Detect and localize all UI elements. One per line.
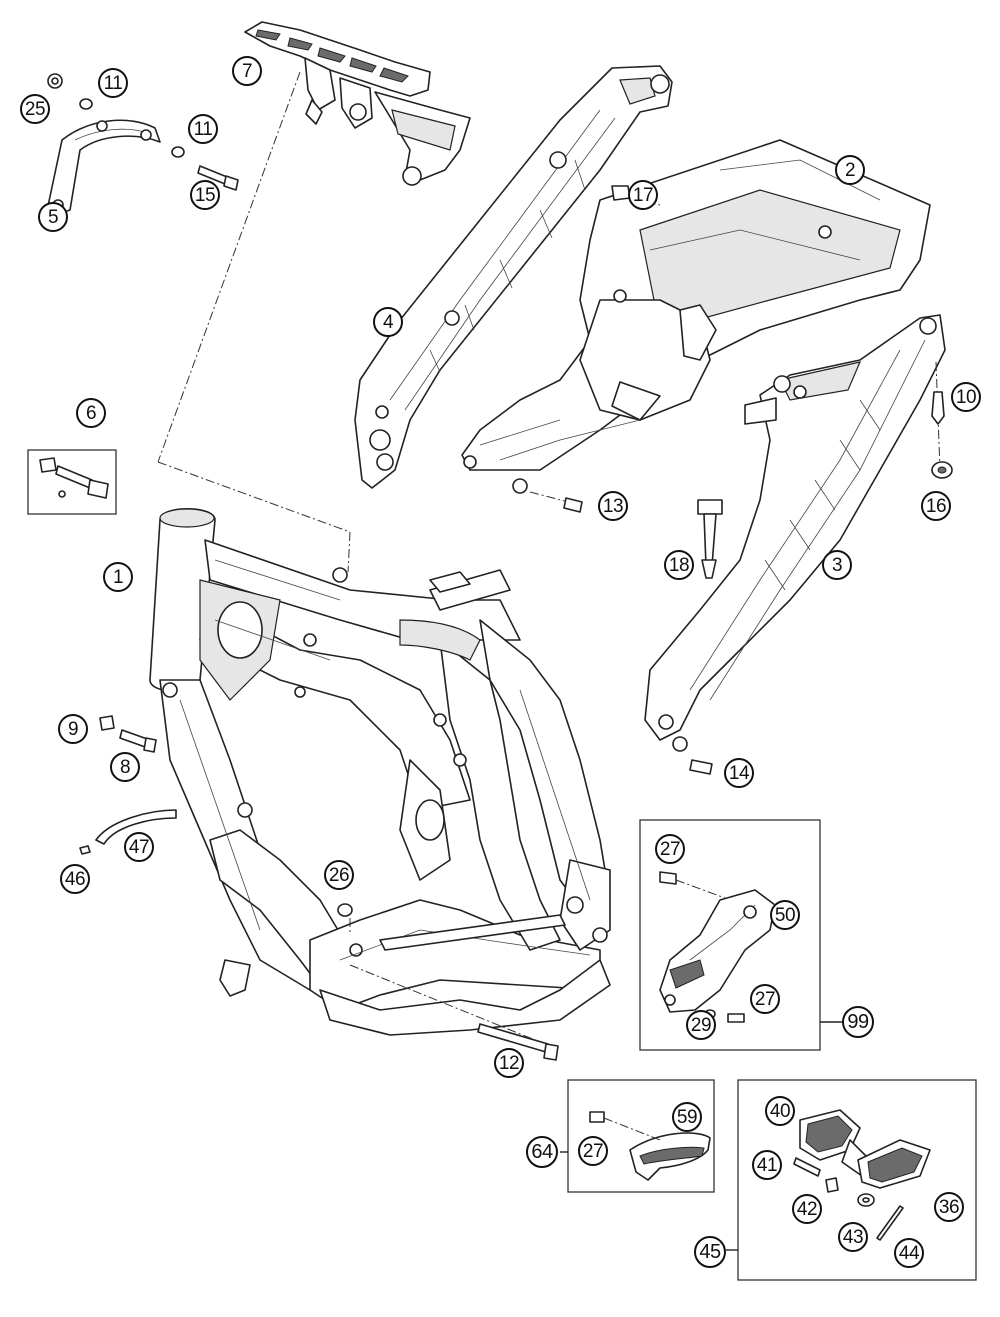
callout-40: 40 <box>765 1096 795 1126</box>
callout-47: 47 <box>124 832 154 862</box>
box-99 <box>639 819 821 1051</box>
callout-12: 12 <box>494 1048 524 1078</box>
callout-11-lower: 11 <box>188 114 218 144</box>
callout-43: 43 <box>838 1222 868 1252</box>
callout-18: 18 <box>664 550 694 580</box>
callout-1: 1 <box>103 562 133 592</box>
part-6-box <box>27 449 117 515</box>
callout-42: 42 <box>792 1194 822 1224</box>
callout-10: 10 <box>951 382 981 412</box>
part-4-left-subframe-arm <box>354 65 673 489</box>
callout-99: 99 <box>842 1006 874 1038</box>
callout-27-box64: 27 <box>578 1136 608 1166</box>
callout-4: 4 <box>373 307 403 337</box>
callout-25: 25 <box>20 94 50 124</box>
callout-46: 46 <box>60 864 90 894</box>
small-hardware <box>563 185 953 775</box>
callout-8: 8 <box>110 752 140 782</box>
box-45 <box>737 1079 977 1281</box>
callout-27-box99-top: 27 <box>655 834 685 864</box>
callout-45: 45 <box>694 1236 726 1268</box>
callout-36: 36 <box>934 1192 964 1222</box>
box-64 <box>567 1079 715 1193</box>
callout-2: 2 <box>835 155 865 185</box>
part-2-airbox-subframe <box>461 139 931 494</box>
part-1-main-frame <box>149 507 611 1036</box>
callout-14: 14 <box>724 758 754 788</box>
callout-44: 44 <box>894 1238 924 1268</box>
part-3-right-subframe-arm <box>644 314 946 752</box>
frame-hardware <box>79 715 559 1061</box>
part-6-lock-parts <box>39 457 109 499</box>
callout-16: 16 <box>921 491 951 521</box>
part-59-guard <box>589 1111 711 1181</box>
callout-9: 9 <box>58 714 88 744</box>
callout-3: 3 <box>822 550 852 580</box>
callout-29: 29 <box>686 1010 716 1040</box>
callout-41: 41 <box>752 1150 782 1180</box>
callout-7: 7 <box>232 56 262 86</box>
part-40-36-footpegs <box>793 1109 931 1241</box>
callout-15: 15 <box>190 180 220 210</box>
callout-17: 17 <box>628 180 658 210</box>
part-7-top-bracket <box>244 21 471 186</box>
callout-26: 26 <box>324 860 354 890</box>
callout-11-top: 11 <box>98 68 128 98</box>
callout-50: 50 <box>770 900 800 930</box>
callout-13: 13 <box>598 491 628 521</box>
callout-64: 64 <box>526 1136 558 1168</box>
callout-6: 6 <box>76 398 106 428</box>
callout-59: 59 <box>672 1102 702 1132</box>
callout-27-box99-bottom: 27 <box>750 984 780 1014</box>
callout-5: 5 <box>38 202 68 232</box>
